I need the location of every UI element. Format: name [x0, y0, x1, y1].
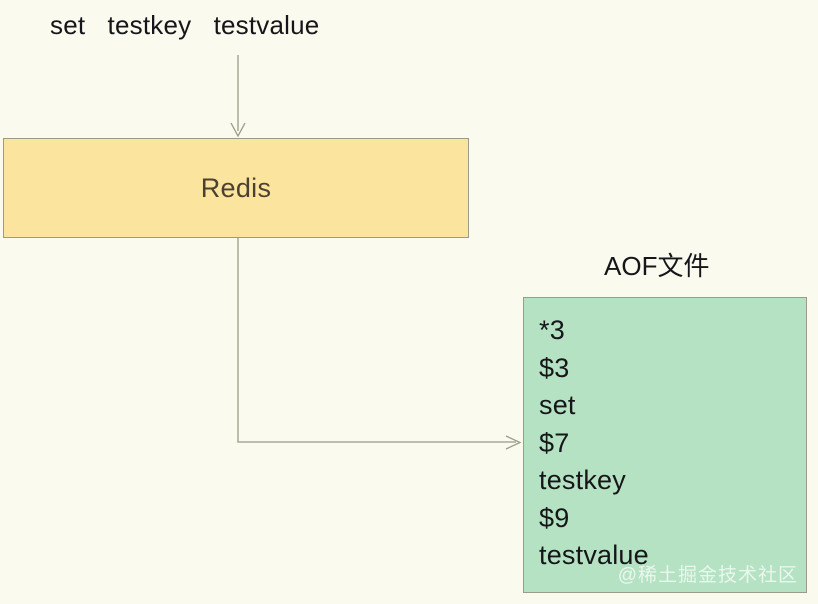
- connector-redis-to-aof: [237, 238, 522, 450]
- aof-content-list: *3 $3 set $7 testkey $9 testvalue: [539, 312, 802, 575]
- aof-line: testkey: [539, 465, 626, 495]
- node-redis-label: Redis: [200, 172, 272, 203]
- node-aof-file: *3 $3 set $7 testkey $9 testvalue @稀土掘金技…: [523, 297, 807, 593]
- aof-file-caption: AOF文件: [604, 251, 710, 281]
- aof-line: $9: [539, 502, 570, 533]
- aof-line: $3: [539, 352, 570, 383]
- node-redis: Redis: [3, 138, 469, 238]
- aof-line: *3: [539, 315, 565, 345]
- aof-line: set: [539, 390, 576, 420]
- aof-line: testvalue: [539, 540, 649, 570]
- command-text: set testkey testvalue: [50, 10, 320, 40]
- connector-command-to-redis: [230, 55, 246, 138]
- watermark-text: @稀土掘金技术社区: [617, 565, 798, 586]
- aof-line: $7: [539, 427, 570, 458]
